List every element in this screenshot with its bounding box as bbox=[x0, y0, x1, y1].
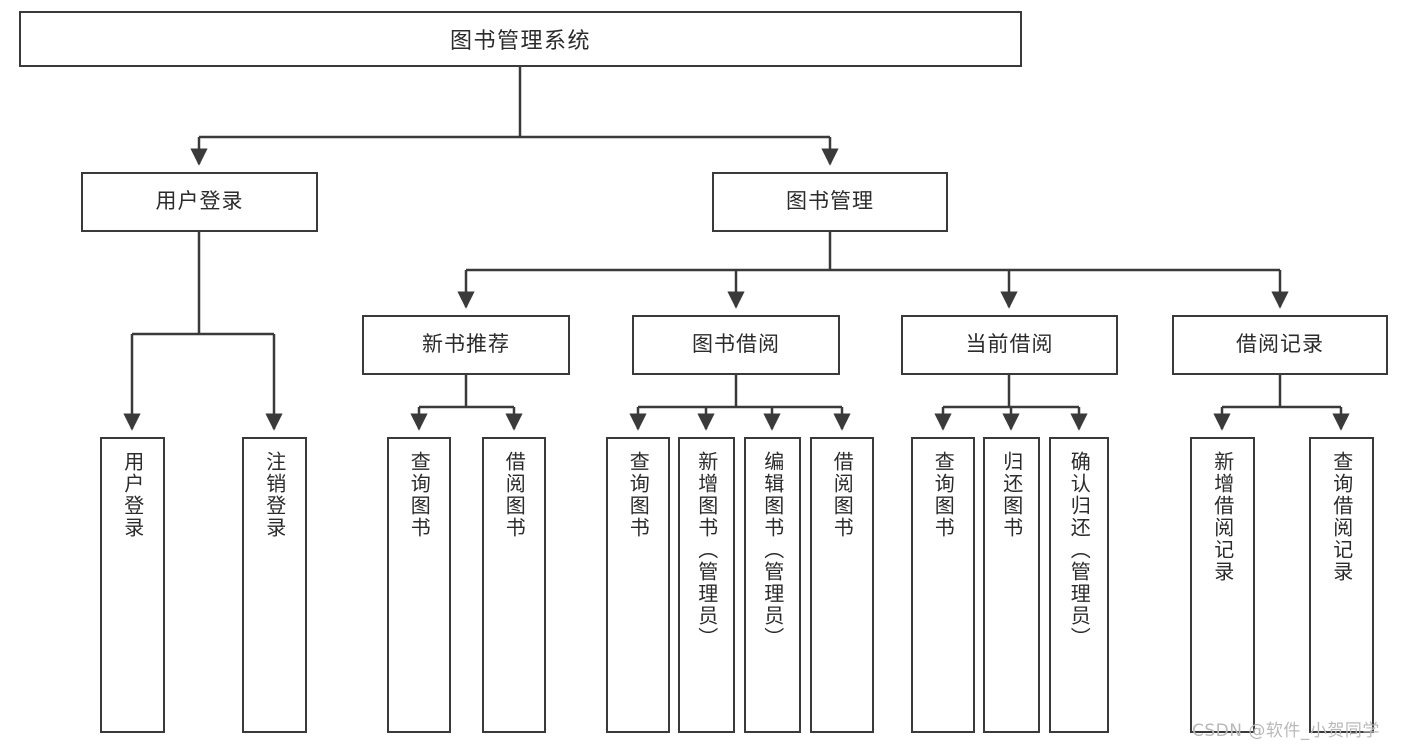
node-label: 图书管理系统 bbox=[449, 29, 591, 54]
leaf-label: 用户登录 bbox=[120, 451, 145, 539]
leaf-confirm-return-admin[interactable]: 确认归还（管理员） bbox=[1049, 437, 1109, 733]
node-user-login[interactable]: 用户登录 bbox=[81, 172, 318, 232]
csdn-watermark: CSDN @软件_小贺同学 bbox=[1192, 716, 1380, 741]
leaf-label: 新增图书（管理员） bbox=[694, 451, 719, 649]
leaf-label: 借阅图书 bbox=[830, 451, 855, 539]
leaf-label: 查询图书 bbox=[931, 451, 956, 539]
leaf-borrow-book[interactable]: 借阅图书 bbox=[810, 437, 874, 733]
leaf-label: 查询图书 bbox=[626, 451, 651, 539]
leaf-add-book-admin[interactable]: 新增图书（管理员） bbox=[678, 437, 735, 733]
leaf-query-borrow-record[interactable]: 查询借阅记录 bbox=[1309, 437, 1374, 733]
leaf-label: 确认归还（管理员） bbox=[1067, 451, 1092, 649]
node-label: 用户登录 bbox=[155, 189, 244, 214]
leaf-query-book-current[interactable]: 查询图书 bbox=[911, 437, 975, 733]
leaf-edit-book-admin[interactable]: 编辑图书（管理员） bbox=[744, 437, 801, 733]
node-root-book-management-system[interactable]: 图书管理系统 bbox=[19, 11, 1022, 67]
node-new-book-recommend[interactable]: 新书推荐 bbox=[362, 315, 570, 375]
leaf-label: 查询图书 bbox=[407, 451, 432, 539]
leaf-add-borrow-record[interactable]: 新增借阅记录 bbox=[1190, 437, 1255, 733]
leaf-label: 归还图书 bbox=[999, 451, 1024, 539]
leaf-label: 借阅图书 bbox=[502, 451, 527, 539]
leaf-user-logout[interactable]: 注销登录 bbox=[242, 437, 307, 733]
leaf-query-book[interactable]: 查询图书 bbox=[606, 437, 670, 733]
node-book-management[interactable]: 图书管理 bbox=[712, 172, 948, 232]
node-borrow-record[interactable]: 借阅记录 bbox=[1172, 315, 1388, 375]
node-current-borrow[interactable]: 当前借阅 bbox=[901, 315, 1118, 375]
leaf-query-book-recommend[interactable]: 查询图书 bbox=[387, 437, 451, 733]
node-label: 图书借阅 bbox=[692, 332, 780, 357]
node-label: 新书推荐 bbox=[422, 332, 510, 357]
leaf-label: 查询借阅记录 bbox=[1329, 451, 1354, 583]
leaf-label: 新增借阅记录 bbox=[1210, 451, 1235, 583]
leaf-user-login[interactable]: 用户登录 bbox=[100, 437, 165, 733]
leaf-borrow-book-recommend[interactable]: 借阅图书 bbox=[482, 437, 546, 733]
leaf-label: 编辑图书（管理员） bbox=[760, 451, 785, 649]
node-label: 当前借阅 bbox=[965, 332, 1054, 357]
leaf-label: 注销登录 bbox=[262, 451, 287, 539]
leaf-return-book[interactable]: 归还图书 bbox=[983, 437, 1040, 733]
node-book-borrow[interactable]: 图书借阅 bbox=[632, 315, 840, 375]
node-label: 图书管理 bbox=[786, 189, 874, 214]
node-label: 借阅记录 bbox=[1236, 332, 1324, 357]
watermark-text: CSDN @软件_小贺同学 bbox=[1192, 721, 1380, 741]
